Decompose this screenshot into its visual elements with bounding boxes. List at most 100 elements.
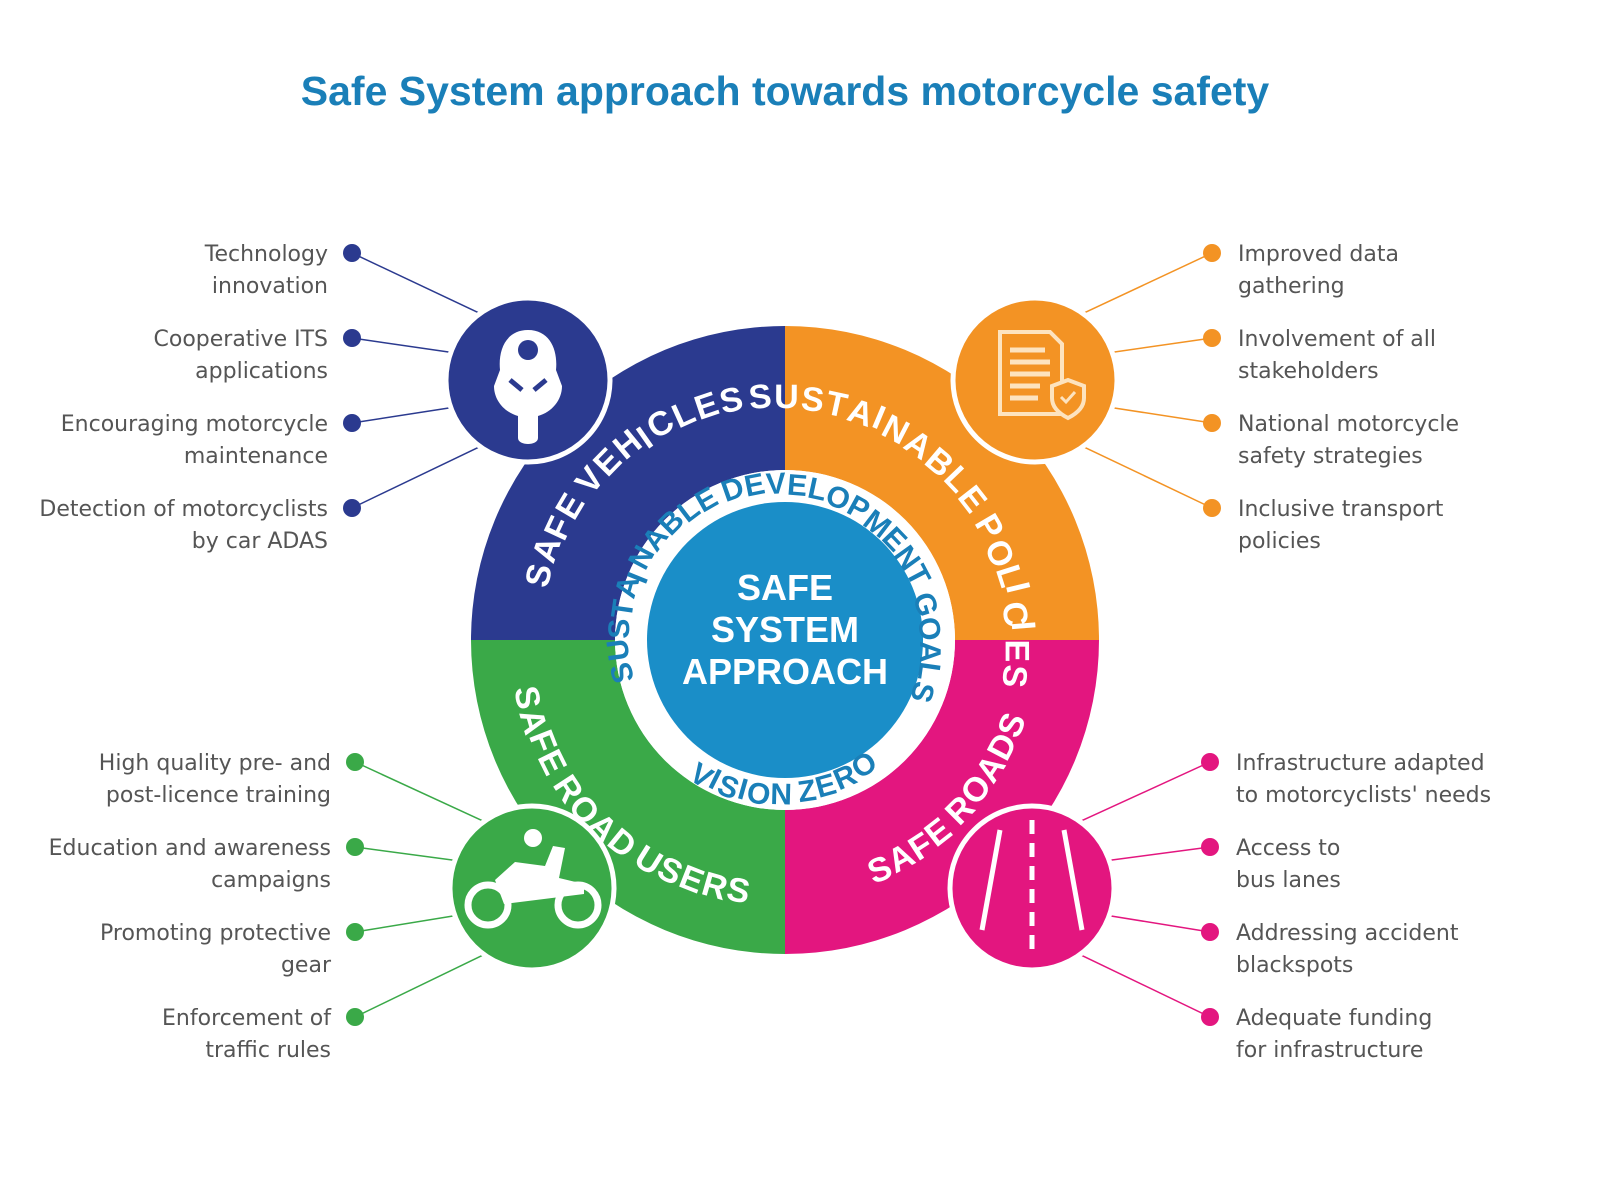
list-item-line: Access to <box>1236 836 1340 861</box>
curved-label-glyph: A <box>913 641 946 663</box>
bullet-dot <box>346 923 364 941</box>
list-item-line: Addressing accident <box>1236 921 1459 946</box>
list-item-vehicles: Encouraging motorcycle maintenance <box>61 412 328 469</box>
connector-line <box>1107 846 1211 862</box>
curved-label-glyph: E <box>786 469 809 503</box>
motorcycle-front-icon <box>443 295 613 465</box>
center-line-1: SAFE <box>737 567 833 608</box>
list-item-line: applications <box>195 359 328 384</box>
list-item-line: gear <box>281 953 332 978</box>
list-item-roads: Access to bus lanes <box>1236 836 1341 893</box>
policy-document-icon <box>950 295 1120 465</box>
bullet-dot <box>1201 838 1219 856</box>
list-item-line: blackspots <box>1236 953 1353 978</box>
curved-label-glyph: S <box>747 377 773 417</box>
center-circle <box>647 502 923 778</box>
curved-label-glyph: V <box>765 467 787 501</box>
list-item-line: Enforcement of <box>162 1006 332 1031</box>
quadrant-safe-vehicles <box>471 326 785 640</box>
list-item-line: by car ADAS <box>192 529 328 554</box>
list-item-users: Promoting protective gear <box>100 921 332 978</box>
list-item-roads: Addressing accident blackspots <box>1236 921 1459 978</box>
curved-label-glyph: C <box>994 599 1035 629</box>
connector-line <box>351 444 483 509</box>
list-item-users: High quality pre- and post-licence traini… <box>99 751 331 808</box>
curved-label-glyph: O <box>744 776 773 812</box>
connector-line <box>351 406 453 424</box>
connector-line <box>1110 406 1213 424</box>
connector-line <box>354 914 457 933</box>
list-item-line: safety strategies <box>1238 444 1423 469</box>
pillar-ring <box>471 326 1099 954</box>
bullet-dot <box>343 414 361 432</box>
curved-label-glyph: E <box>998 639 1036 662</box>
curved-label-glyph: Z <box>796 774 819 809</box>
connector-line <box>1107 914 1211 933</box>
connector-line <box>354 952 487 1018</box>
list-item-vehicles: Cooperative ITS applications <box>154 327 329 384</box>
bullet-dot <box>346 838 364 856</box>
connector-line <box>1080 252 1213 316</box>
curved-label-glyph: U <box>774 378 799 416</box>
bullet-dot <box>1201 753 1219 771</box>
bullet-dot <box>1203 414 1221 432</box>
curved-label-glyph: I <box>1004 620 1043 632</box>
list-item-line: maintenance <box>184 444 328 469</box>
curved-label-glyph: L <box>911 660 946 683</box>
list-item-line: Promoting protective <box>100 921 331 946</box>
list-item-line: Inclusive transport <box>1238 497 1444 522</box>
connector-line <box>354 846 457 862</box>
list-item-line: innovation <box>212 274 328 299</box>
page-title: Safe System approach towards motorcycle … <box>301 68 1270 114</box>
list-item-line: Encouraging motorcycle <box>61 412 328 437</box>
bullet-dot <box>1203 499 1221 517</box>
bullet-dot <box>343 329 361 347</box>
bullet-dot <box>1201 923 1219 941</box>
list-item-line: Detection of motorcyclists <box>39 497 328 522</box>
bullet-dot <box>1203 329 1221 347</box>
list-item-line: National motorcycle <box>1238 412 1459 437</box>
list-item-vehicles: Technology innovation <box>204 242 328 299</box>
curved-label-glyph: N <box>770 778 792 812</box>
curved-label-glyph: S <box>799 380 826 420</box>
list-item-line: for infrastructure <box>1236 1038 1423 1063</box>
connector-line <box>351 337 453 354</box>
list-item-line: Involvement of all <box>1238 327 1436 352</box>
curved-label-glyph: U <box>601 637 637 663</box>
quadrant-sustainable-policies <box>785 326 1099 640</box>
list-item-line: Infrastructure adapted <box>1236 751 1485 776</box>
connector-line <box>1077 761 1211 824</box>
list-item-vehicles: Detection of motorcyclists by car ADAS <box>39 497 328 554</box>
list-item-line: policies <box>1238 529 1321 554</box>
bullet-dot <box>1201 1008 1219 1026</box>
list-item-policies: Involvement of all stakeholders <box>1238 327 1436 384</box>
connector-lines <box>351 252 1213 1018</box>
quadrant-safe-road-users <box>471 640 785 954</box>
center-label: SAFE SYSTEM APPROACH <box>682 567 888 692</box>
list-item-line: Improved data <box>1238 242 1399 267</box>
list-item-line: High quality pre- and <box>99 751 331 776</box>
bullet-dot <box>1203 244 1221 262</box>
list-item-line: Technology <box>204 242 328 267</box>
list-item-line: traffic rules <box>205 1038 331 1063</box>
quadrant-safe-roads <box>785 640 1099 954</box>
bullet-dot <box>343 244 361 262</box>
connector-line <box>1110 337 1213 354</box>
connector-line <box>1077 952 1211 1018</box>
center-line-2: SYSTEM <box>711 609 859 650</box>
list-item-line: Cooperative ITS <box>154 327 329 352</box>
curved-label-glyph: T <box>605 598 640 621</box>
bullet-dot <box>346 1008 364 1026</box>
center-line-3: APPROACH <box>682 651 888 692</box>
list-item-policies: National motorcycle safety strategies <box>1238 412 1459 469</box>
curved-label-glyph: S <box>603 618 636 638</box>
list-item-line: post-licence training <box>106 783 331 808</box>
connector-line <box>354 761 487 824</box>
list-item-line: bus lanes <box>1236 868 1341 893</box>
list-item-line: stakeholders <box>1238 359 1379 384</box>
